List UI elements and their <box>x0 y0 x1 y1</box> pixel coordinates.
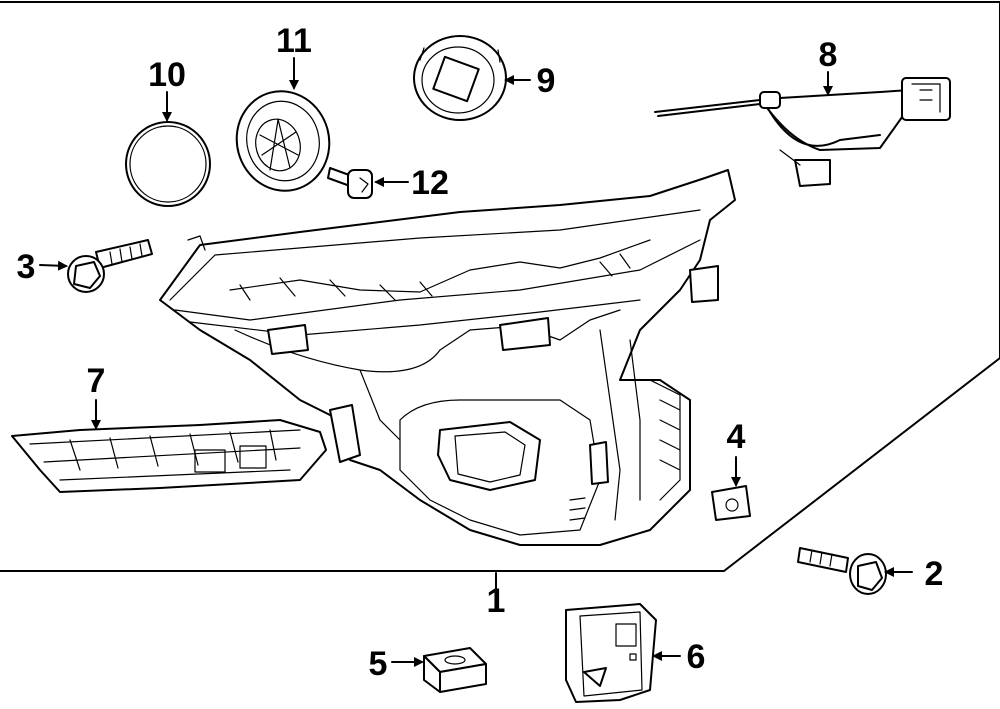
callout-11: 11 <box>276 22 312 60</box>
callout-6: 6 <box>687 638 706 676</box>
callout-2: 2 <box>925 555 944 593</box>
callout-10: 10 <box>148 56 186 94</box>
assembly-boundary <box>0 1 1000 572</box>
callout-12: 12 <box>411 164 449 202</box>
part-6-adjuster-bracket <box>565 603 657 703</box>
callout-3: 3 <box>17 248 36 286</box>
callout-4: 4 <box>727 418 746 456</box>
part-11-bulb-cap <box>235 90 331 192</box>
part-12-screw <box>327 167 373 199</box>
part-1-headlamp-assembly <box>159 169 736 546</box>
part-10-gasket-ring <box>125 121 211 207</box>
callout-5: 5 <box>369 645 388 683</box>
part-3-bolt <box>67 239 153 293</box>
part-4-clip <box>711 485 751 521</box>
part-7-bracket <box>11 419 327 493</box>
callout-9: 9 <box>537 62 556 100</box>
part-5-clip <box>423 647 487 693</box>
callout-8: 8 <box>819 36 838 74</box>
callout-7: 7 <box>87 362 106 400</box>
leader-3 <box>39 260 68 271</box>
part-2-bolt <box>797 547 887 595</box>
part-8-wiring-harness <box>654 77 951 187</box>
part-9-socket-cap <box>413 35 507 121</box>
callout-1: 1 <box>487 582 506 620</box>
